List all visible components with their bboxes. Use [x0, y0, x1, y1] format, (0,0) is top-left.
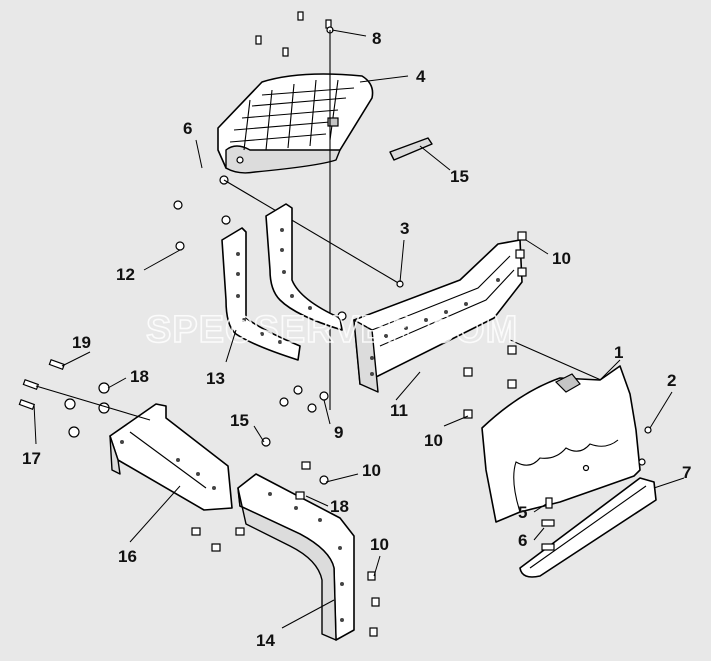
callout-16: 16: [118, 547, 137, 566]
callout-19: 19: [72, 333, 91, 352]
watermark-text: SPECSERVER.COM: [146, 309, 518, 351]
part-frame-bracket: [109, 403, 233, 511]
callout-3: 3: [400, 219, 409, 238]
callout-15-lower: 15: [230, 411, 249, 430]
callout-18-right: 18: [330, 497, 349, 516]
callout-9: 9: [334, 423, 343, 442]
part-bolt-2: [644, 426, 652, 434]
callout-10-middle: 10: [424, 431, 443, 450]
callout-8: 8: [372, 29, 381, 48]
part-bolts-left: [18, 358, 151, 438]
callout-10-lower: 10: [362, 461, 381, 480]
part-bracket-right: [265, 203, 343, 331]
part-bolts-top: [255, 11, 334, 57]
callout-10-upper: 10: [552, 249, 571, 268]
part-hardware-5-6: [541, 497, 555, 551]
callout-1: 1: [614, 343, 623, 362]
callout-12: 12: [116, 265, 135, 284]
callout-10-bottom: 10: [370, 535, 389, 554]
callout-2: 2: [667, 371, 676, 390]
part-step-tread: [217, 73, 374, 174]
callout-15-top: 15: [450, 167, 469, 186]
callout-17: 17: [22, 449, 41, 468]
part-hardware-lower: [191, 437, 380, 637]
part-fender-cover: [481, 365, 641, 523]
part-nuts-left: [173, 175, 401, 285]
callout-14: 14: [256, 631, 275, 650]
part-bracket-left: [221, 227, 301, 361]
part-nuts-bottom: [279, 385, 329, 413]
callout-13: 13: [206, 369, 225, 388]
callout-5: 5: [518, 503, 527, 522]
part-reflector-top: [389, 137, 433, 161]
leader-lines: [33, 29, 685, 629]
part-nuts-upper-right: [509, 231, 611, 385]
callout-labels: 1 2 3 4 5 6 6 7 8 9 10 10 10 10 11 12 13…: [22, 29, 691, 650]
callout-11: 11: [390, 401, 408, 420]
callout-6-bottom: 6: [518, 531, 527, 550]
callout-18-left: 18: [130, 367, 149, 386]
callout-4: 4: [416, 67, 426, 86]
callout-6-top: 6: [183, 119, 192, 138]
callout-7: 7: [682, 463, 691, 482]
part-l-bracket: [237, 473, 355, 641]
part-nuts-lower-right: [463, 345, 517, 419]
